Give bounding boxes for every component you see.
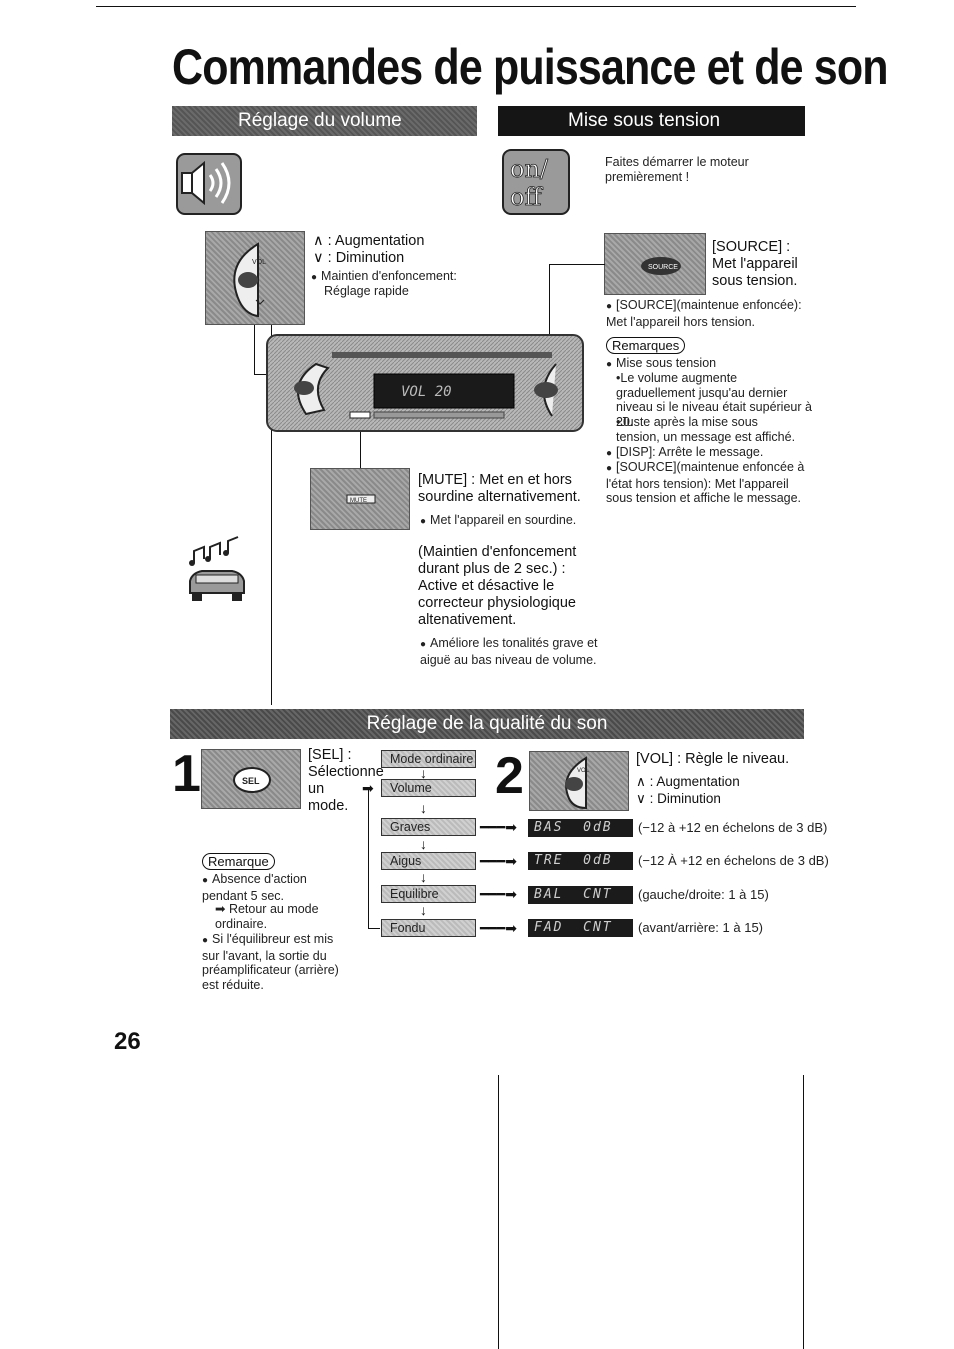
mode-down-arrow: ↓ — [420, 836, 427, 852]
mute-hold-desc: (Maintien d'enfoncement durant plus de 2… — [418, 544, 577, 628]
mute-button-label: MUTE — [350, 498, 367, 504]
connector-line — [271, 325, 272, 705]
remark-item: [DISP]: Arrête le message. — [606, 445, 763, 462]
speaker-icon — [176, 153, 242, 215]
bottom-rule — [803, 1075, 804, 1349]
range-note: (avant/arrière: 1 à 15) — [638, 920, 764, 935]
step-1-desc: [SEL] : Sélectionne un mode. — [308, 747, 384, 814]
remark-item: Mise sous tension — [606, 356, 716, 373]
remark-item: •Le volume augmente graduellement jusqu'… — [616, 371, 812, 429]
mode-right-arrow: ━━━➡ — [480, 886, 518, 902]
source-hold-note: [SOURCE](maintenue enfoncée): Met l'appa… — [606, 298, 821, 329]
step-2-number: 2 — [495, 747, 524, 805]
mute-note: Met l'appareil en sourdine. — [420, 513, 576, 530]
mode-down-arrow: ↓ — [420, 902, 427, 918]
mode-item: Volume — [381, 779, 476, 797]
car-music-icon — [182, 535, 252, 607]
step-2-title: [VOL] : Règle le niveau. — [636, 751, 790, 767]
source-desc-1: [SOURCE] : — [712, 239, 791, 255]
mode-item: Fondu — [381, 919, 476, 937]
lcd-display: BAL CNT — [528, 886, 633, 904]
svg-text:VOL: VOL — [252, 259, 266, 266]
page-title: Commandes de puissance et de son — [172, 39, 889, 95]
remark-2: Si l'équilibreur est mis sur l'avant, la… — [202, 932, 352, 992]
remarks-title: Remarques — [606, 337, 686, 354]
mode-down-arrow: ↓ — [420, 869, 427, 885]
mode-right-arrow: ━━━➡ — [480, 819, 518, 835]
mode-item: Aigus — [381, 852, 476, 870]
top-rule — [96, 6, 856, 7]
source-button-image: SOURCE — [604, 233, 706, 295]
sel-button-image: SEL — [201, 749, 301, 809]
mute-hold-note: Améliore les tonalités grave et aiguë au… — [420, 636, 598, 667]
power-section-header: Mise sous tension — [498, 106, 805, 136]
connector-line — [360, 420, 361, 468]
mode-right-arrow: ━━━➡ — [480, 853, 518, 869]
page-number: 26 — [114, 1028, 141, 1055]
volume-hold-note-2: Réglage rapide — [324, 284, 409, 298]
remark-1: Absence d'action pendant 5 sec. — [202, 872, 327, 903]
head-unit-display: VOL 20 — [401, 384, 452, 400]
svg-text:on/: on/ — [510, 155, 549, 183]
mode-chain-line — [368, 788, 369, 929]
onoff-icon: on/ off — [502, 149, 570, 215]
volume-knob-image: VOL — [205, 231, 305, 325]
step-2-up: ∧ : Augmentation — [636, 774, 740, 789]
mode-right-arrow: ━━━➡ — [480, 920, 518, 936]
remark-item: •Juste après la mise sous tension, un me… — [616, 415, 796, 444]
vol-button-image: VOL — [529, 751, 629, 811]
lcd-display: TRE 0dB — [528, 852, 633, 870]
mute-desc: [MUTE] : Met en et hors sourdine alterna… — [418, 472, 581, 505]
lcd-display: BAS 0dB — [528, 819, 633, 837]
volume-down-label: ∨ : Diminution — [313, 250, 405, 266]
mode-item: Mode ordinaire — [381, 750, 476, 768]
range-note: (gauche/droite: 1 à 15) — [638, 887, 769, 902]
connector-line — [549, 264, 550, 384]
remark-title: Remarque — [202, 853, 275, 870]
mute-button-image: MUTE — [310, 468, 410, 530]
sound-section-header: Réglage de la qualité du son — [170, 709, 804, 739]
source-desc-2: Met l'appareil — [712, 256, 798, 272]
range-note: (−12 À +12 en échelons de 3 dB) — [638, 853, 829, 868]
head-unit-image: VOL 20 — [266, 334, 584, 432]
svg-text:off: off — [510, 183, 543, 211]
step-1-number: 1 — [172, 745, 201, 803]
mode-down-arrow: ↓ — [420, 800, 427, 816]
volume-hold-note: Maintien d'enfoncement: — [311, 269, 457, 286]
connector-line — [549, 264, 605, 265]
source-button-label: SOURCE — [648, 264, 678, 271]
sel-button-label: SEL — [242, 776, 260, 786]
mode-down-arrow: ↓ — [420, 765, 427, 781]
mode-chain-line — [368, 928, 380, 929]
mode-item: Equilibre — [381, 885, 476, 903]
power-intro: Faites démarrer le moteur premièrement ! — [605, 155, 749, 184]
step-2-down: ∨ : Diminution — [636, 791, 721, 806]
lcd-display: FAD CNT — [528, 919, 633, 937]
bottom-rule — [498, 1075, 499, 1349]
connector-line — [254, 325, 255, 375]
remark-item: [SOURCE](maintenue enfoncée à l'état hor… — [606, 460, 811, 506]
volume-up-label: ∧ : Augmentation — [313, 233, 425, 249]
mode-item: Graves — [381, 818, 476, 836]
remark-1b: ➡ Retour au mode ordinaire. — [215, 902, 319, 931]
mode-chain-arrow: ➡ — [362, 780, 374, 796]
source-desc-3: sous tension. — [712, 273, 798, 289]
volume-section-header: Réglage du volume — [172, 106, 477, 136]
range-note: (−12 à +12 en échelons de 3 dB) — [638, 820, 828, 835]
vol-button-label: VOL — [577, 768, 590, 774]
